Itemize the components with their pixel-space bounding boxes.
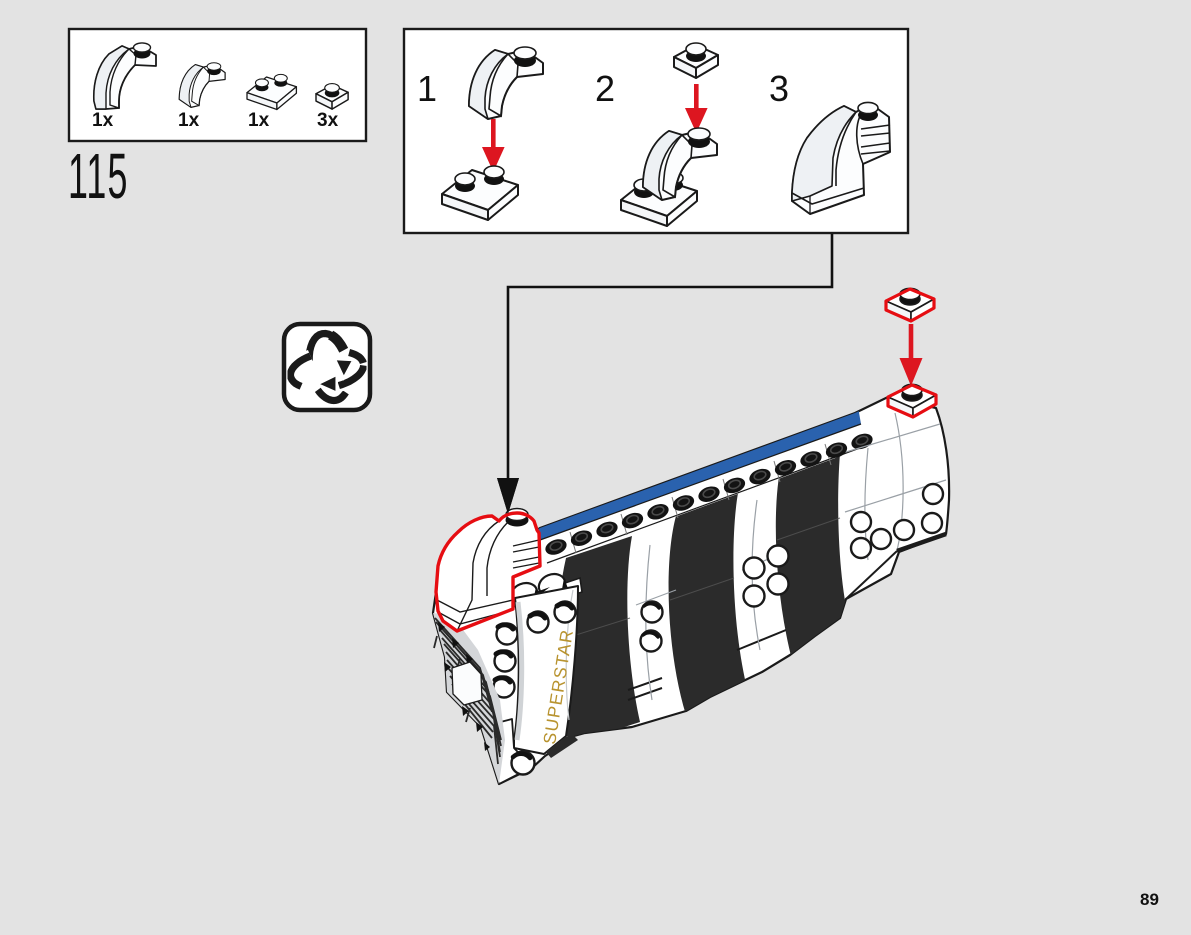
svg-text:2: 2 [595, 68, 615, 109]
svg-text:1: 1 [417, 68, 437, 109]
svg-text:3x: 3x [317, 110, 339, 131]
svg-text:1x: 1x [92, 110, 114, 131]
svg-text:1x: 1x [178, 110, 200, 131]
svg-text:115: 115 [68, 140, 128, 212]
svg-text:1x: 1x [248, 110, 270, 131]
svg-text:3: 3 [769, 68, 789, 109]
svg-text:89: 89 [1140, 890, 1159, 909]
